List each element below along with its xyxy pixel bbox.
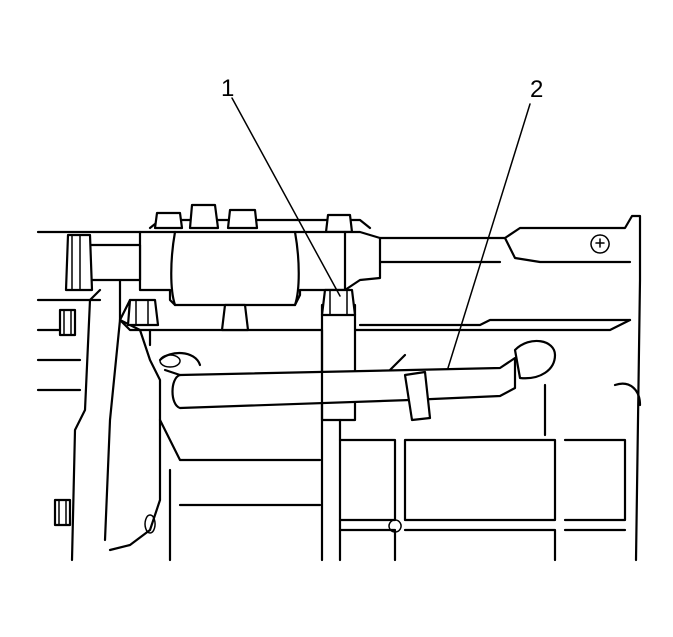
shift-rod [158, 339, 557, 422]
leader-line-2 [447, 103, 531, 369]
leader-line-1 [231, 97, 341, 297]
left-mount-bracket [36, 288, 322, 562]
leader-lines [231, 97, 531, 369]
transmission-case [36, 214, 642, 562]
callout-label-1: 1 [221, 75, 234, 102]
top-cover [148, 203, 372, 234]
ribbed-case [320, 328, 642, 562]
callout-label-2: 2 [530, 76, 543, 103]
solenoid-body [64, 230, 382, 332]
